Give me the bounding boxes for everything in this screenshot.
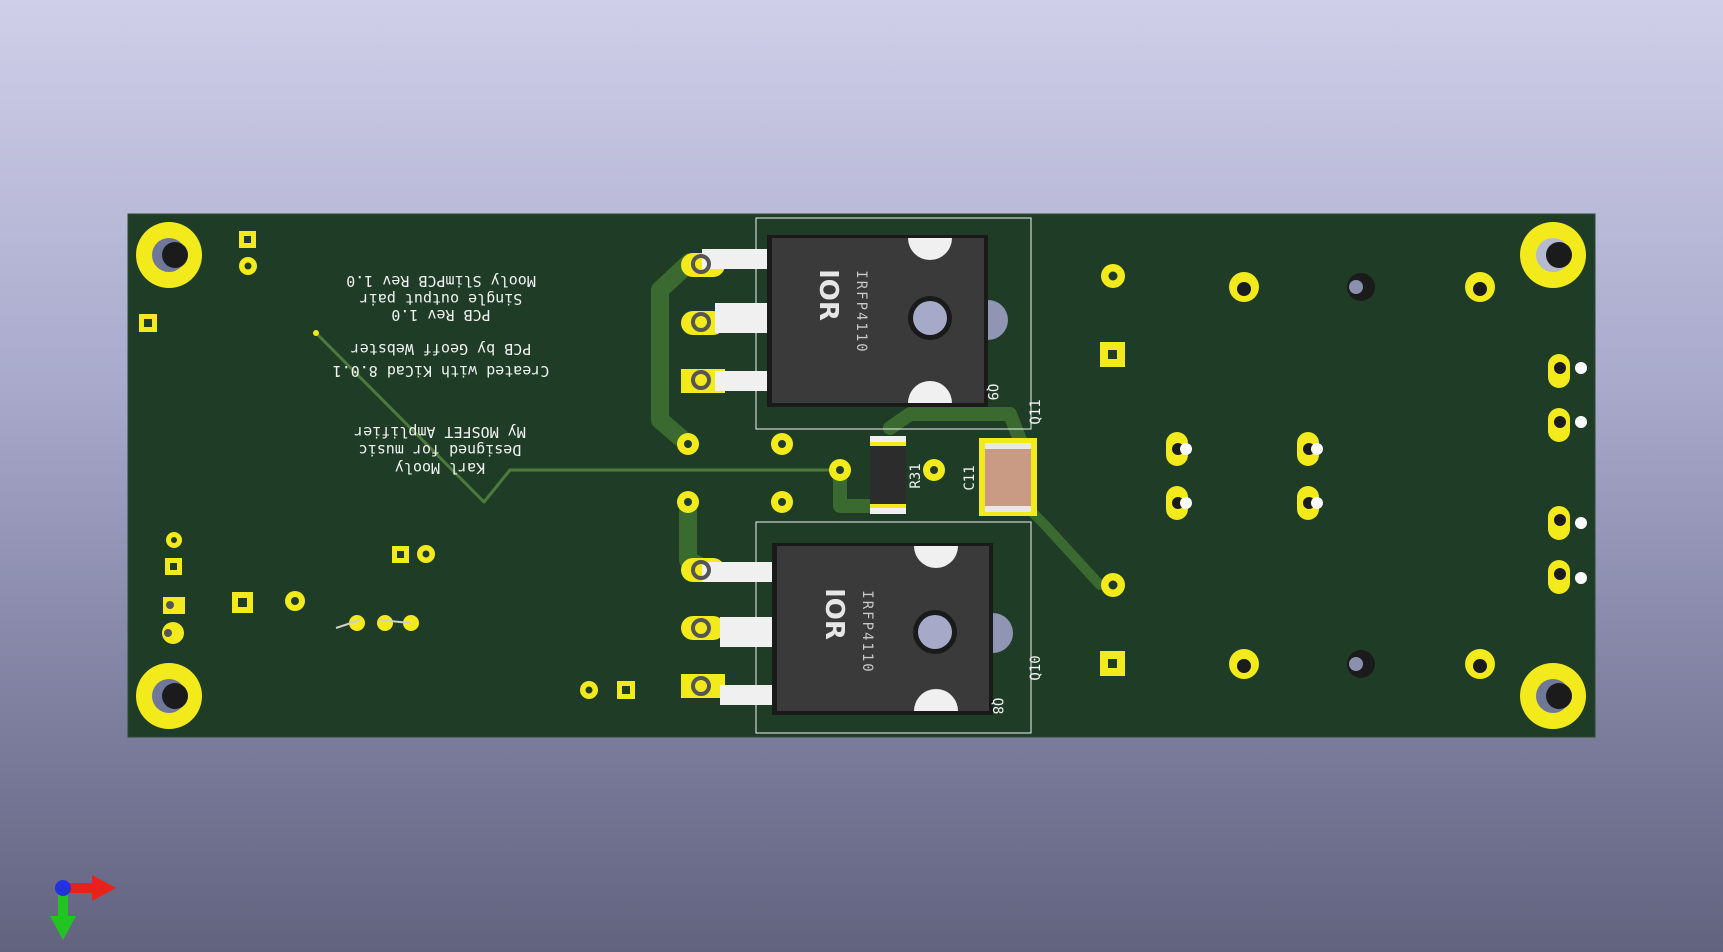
silk-line-karl: Karl Mooly	[395, 459, 485, 477]
z-axis-dot	[55, 880, 71, 896]
component-leads	[335, 619, 411, 629]
y-axis-arrow	[50, 888, 76, 940]
q11-side-label: Q9	[984, 384, 1000, 401]
pads-center	[677, 433, 945, 513]
silk-line-pair: Single output pair	[360, 290, 523, 308]
r31-reference: R31	[908, 463, 924, 488]
pads-right	[1100, 264, 1587, 679]
mosfet-q10[interactable]: IOR IRFP4110 Q8 Q10	[681, 521, 1044, 734]
c11-reference: C11	[962, 465, 978, 490]
q10-side-label: Q8	[989, 698, 1005, 715]
q10-part-number: IRFP4110	[859, 590, 875, 673]
axes-gizmo	[50, 875, 116, 940]
silk-line-music: Designed for music	[359, 441, 522, 459]
silk-line-mosfet: My MOSFET Amplifier	[354, 423, 526, 441]
silk-line-author: PCB by Geoff Webster	[351, 340, 532, 358]
mosfet-q11[interactable]: IOR IRFP4110 Q9 Q11	[681, 217, 1044, 430]
mounting-holes	[136, 222, 1586, 729]
mechanical-holes	[1347, 273, 1375, 678]
silk-line-rev: PCB Rev 1.0	[391, 306, 490, 324]
q10-reference: Q10	[1028, 655, 1044, 680]
q10-logo: IOR	[819, 588, 849, 640]
resistor-r31[interactable]: R31	[870, 436, 924, 514]
q11-reference: Q11	[1028, 399, 1044, 424]
capacitor-c11[interactable]: C11	[962, 438, 1037, 516]
silk-line-project: Mooly SlimPCB Rev 1.0	[346, 272, 536, 290]
silk-line-kicad: Created with KiCad 8.0.1	[333, 362, 550, 380]
silkscreen-text-block-2: Karl Mooly Designed for music My MOSFET …	[354, 423, 526, 477]
pads-left	[139, 231, 635, 699]
silkscreen-text-block-1: Created with KiCad 8.0.1 PCB by Geoff We…	[333, 272, 550, 380]
q11-logo: IOR	[813, 269, 843, 321]
x-axis-arrow	[60, 875, 116, 901]
q11-part-number: IRFP4110	[853, 270, 869, 353]
